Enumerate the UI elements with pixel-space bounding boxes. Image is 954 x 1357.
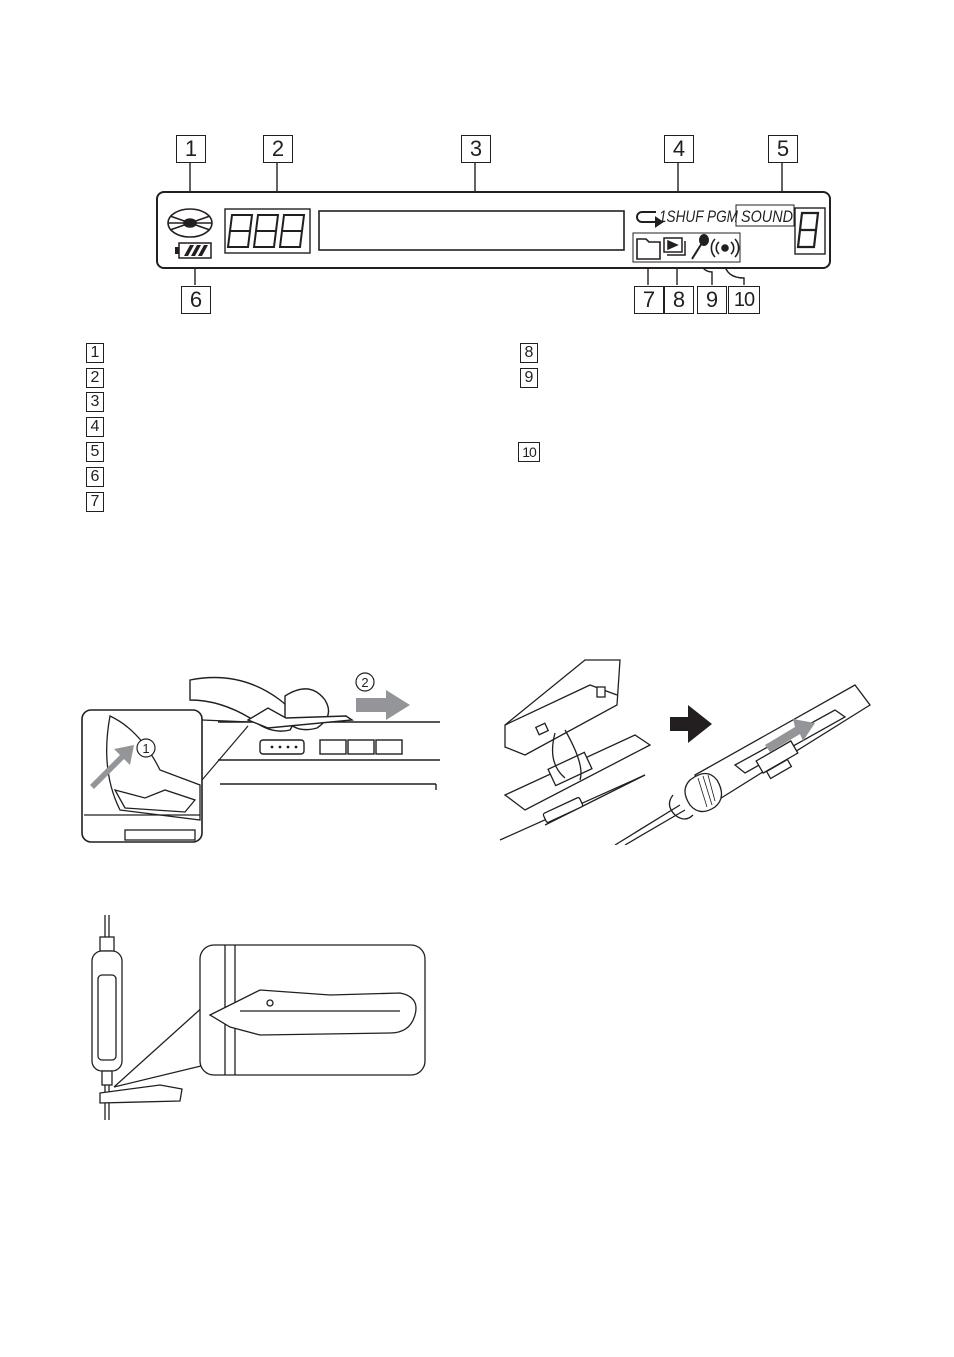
legend-item-9: 9 bbox=[520, 368, 538, 388]
slide-on-arrow-icon bbox=[765, 719, 815, 752]
callout-4: 4 bbox=[664, 135, 694, 163]
legend-item-4: 4 bbox=[86, 417, 104, 437]
legend-item-10: 10 bbox=[518, 442, 540, 462]
sound-indicator: SOUND bbox=[741, 207, 793, 226]
legend-item-3: 3 bbox=[86, 392, 104, 412]
step-2-label: 2 bbox=[361, 675, 368, 690]
text-display-area bbox=[318, 210, 625, 251]
callout-5: 5 bbox=[768, 135, 798, 163]
playlist-icon bbox=[663, 237, 686, 256]
callout-1: 1 bbox=[176, 135, 206, 163]
legend-item-1: 1 bbox=[86, 343, 104, 363]
clip-on-cord-figure bbox=[80, 915, 430, 1120]
folder-icon bbox=[636, 238, 661, 260]
disc-icon bbox=[167, 208, 213, 238]
slide-arrow-icon bbox=[356, 690, 410, 720]
clip-attach-figure bbox=[495, 655, 875, 846]
legend-item-7: 7 bbox=[86, 492, 104, 512]
display-diagram: 1SHUF PGM SOUND 1 2 3 bbox=[0, 0, 954, 330]
track-number-segments bbox=[226, 214, 306, 248]
callout-3: 3 bbox=[461, 135, 491, 163]
display-diagram-svg: 1SHUF PGM SOUND bbox=[156, 161, 831, 285]
legend-item-2: 2 bbox=[86, 368, 104, 388]
push-arrow-icon bbox=[90, 745, 134, 789]
step-1-label: 1 bbox=[142, 741, 149, 756]
mic-icon bbox=[691, 234, 709, 260]
repeat-arrow-icon bbox=[636, 211, 664, 228]
callout-7: 7 bbox=[634, 286, 664, 314]
callout-8: 8 bbox=[664, 286, 694, 314]
battery-icon bbox=[175, 242, 212, 259]
legend-item-5: 5 bbox=[86, 442, 104, 462]
callout-9: 9 bbox=[697, 286, 727, 314]
sound-level-segment bbox=[796, 211, 820, 249]
callout-6: 6 bbox=[181, 286, 211, 314]
clip-removal-figure: 2 1 bbox=[80, 660, 450, 850]
callout-10: 10 bbox=[728, 286, 760, 314]
shuffle-program-indicator: 1SHUF PGM bbox=[659, 207, 739, 226]
broadcast-icon bbox=[710, 238, 740, 258]
legend-item-6: 6 bbox=[86, 467, 104, 487]
legend-item-8: 8 bbox=[520, 343, 538, 363]
right-arrow-icon bbox=[670, 705, 712, 743]
callout-2: 2 bbox=[263, 135, 293, 163]
